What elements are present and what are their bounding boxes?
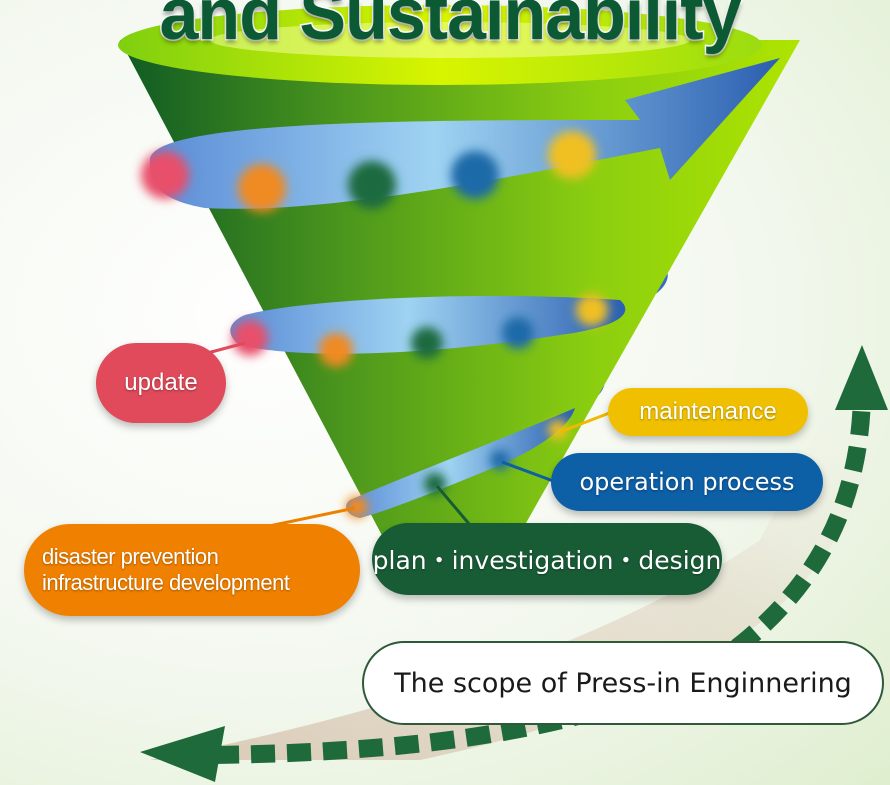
label-maintenance-text: maintenance [639, 398, 777, 425]
connector-maintenance [559, 410, 613, 434]
scope-arrow-head-left [140, 726, 225, 782]
label-update: update [96, 343, 226, 423]
diagram-title: and Sustainability [158, 0, 743, 57]
label-plan-investigation-design: plan・investigation・design [372, 523, 722, 595]
stage-dots [141, 131, 608, 518]
label-plan-text: plan・investigation・design [372, 546, 722, 575]
label-maintenance: maintenance [608, 388, 808, 436]
connector-operation [501, 460, 557, 484]
cone-top-highlight [210, 22, 690, 58]
label-update-text: update [124, 369, 198, 396]
spiral-band-3 [346, 408, 575, 518]
label-operation-process: operation process [551, 453, 823, 511]
label-disaster-line1: disaster prevention [42, 544, 219, 569]
label-operation-text: operation process [579, 468, 795, 496]
label-disaster-line2: infrastructure development [42, 570, 290, 595]
scope-dashed-arrow [214, 394, 871, 764]
spiral-band-1 [150, 58, 780, 209]
connector-plan [435, 485, 472, 526]
scope-caption: The scope of Press-in Enginnering [362, 641, 884, 725]
scope-arrow-head-top [835, 345, 888, 410]
label-disaster-prevention: disaster prevention infrastructure devel… [24, 524, 360, 616]
